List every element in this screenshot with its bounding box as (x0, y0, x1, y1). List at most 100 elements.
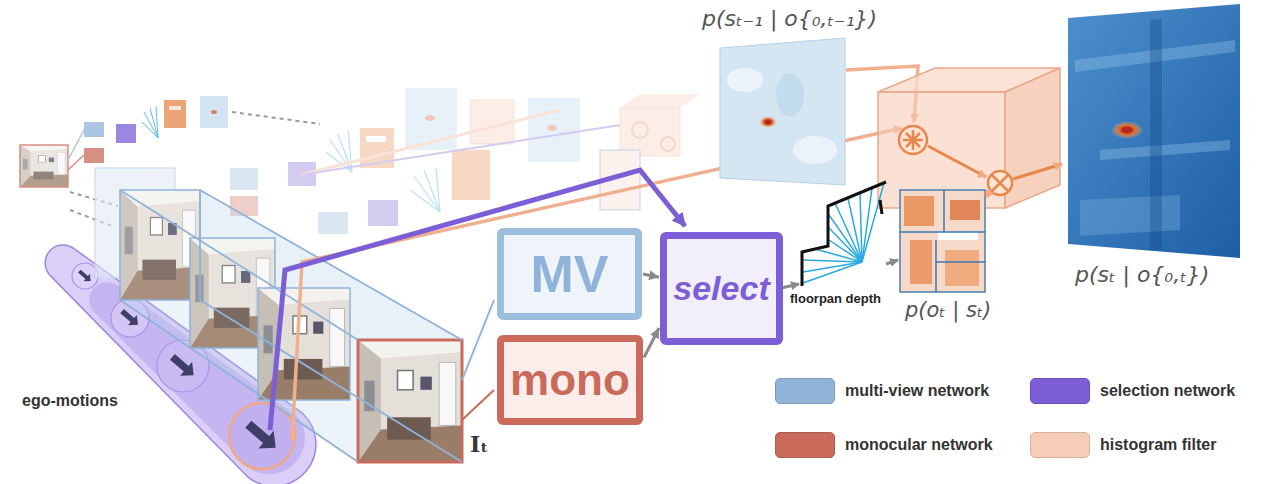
previous-pipeline (661, 137, 675, 151)
histogram-filter-box (878, 68, 1062, 208)
probability-label: p(sₜ | o{₀,ₜ}) (1075, 262, 1209, 287)
previous-pipeline (318, 212, 348, 234)
previous-pipeline (620, 108, 680, 156)
histogram-filter-box (992, 175, 1008, 191)
early-pipeline (84, 122, 104, 137)
previous-pipeline (425, 115, 435, 121)
image-stack (120, 190, 462, 462)
observation-likelihood-map (984, 193, 994, 194)
floorplan-depth-icon (802, 182, 886, 286)
observation-likelihood-map (945, 250, 979, 286)
observation-likelihood-map (900, 190, 994, 292)
legend-text: monocular network (845, 436, 993, 454)
previous-pipeline (405, 88, 457, 150)
previous-pipeline (414, 176, 440, 212)
early-pipeline (144, 112, 158, 138)
observation-likelihood-map (900, 190, 985, 292)
observation-likelihood-map (900, 190, 985, 292)
early-pipeline (142, 122, 158, 138)
posterior-belief-map (1068, 4, 1240, 258)
previous-belief-map (765, 120, 772, 125)
early-pipeline (68, 155, 84, 170)
legend-text: selection network (1100, 382, 1235, 400)
ego-motion-tube (72, 263, 98, 289)
histogram-filter-box (992, 175, 1008, 191)
posterior-belief-map (1080, 195, 1180, 236)
early-pipeline (20, 145, 68, 187)
previous-pipeline (230, 88, 700, 234)
previous-pipeline (547, 125, 557, 131)
node-label: select (673, 271, 769, 307)
early-pipeline (169, 106, 181, 110)
ego-motion-tube (166, 350, 199, 382)
early-pipeline (84, 148, 104, 163)
dashed-guide (232, 112, 320, 124)
image-stack (358, 340, 462, 462)
previous-belief-map (727, 68, 763, 92)
floorplan-depth-icon (829, 240, 862, 262)
histogram-filter-box (906, 133, 920, 147)
observation-likelihood-map (900, 231, 985, 233)
figure-label: floorpan depth (790, 292, 881, 307)
previous-pipeline (366, 136, 386, 142)
selection-box: select (660, 232, 783, 345)
floorplan-depth-icon (803, 260, 862, 262)
early-pipeline (164, 100, 186, 128)
multi-view-box: MV (497, 228, 642, 320)
early-pipeline (156, 106, 158, 138)
previous-pipeline (300, 125, 620, 175)
legend-text: histogram filter (1100, 436, 1216, 454)
posterior-belief-map (1121, 127, 1133, 134)
ego-motion-wire (270, 170, 685, 430)
histogram-filter-box (928, 146, 986, 177)
previous-pipeline (632, 122, 648, 138)
posterior-belief-map (1100, 140, 1230, 160)
floorplan-depth-icon (862, 183, 884, 262)
flow-arrow (644, 328, 659, 357)
floorplan-depth-icon (886, 260, 898, 264)
early-pipeline (20, 145, 68, 187)
floorplan-depth-icon (862, 188, 872, 262)
legend-swatch (1030, 432, 1090, 458)
probability-label: p(sₜ₋₁ | o{₀,ₜ₋₁}) (702, 6, 877, 31)
floorplan-depth-icon (880, 200, 882, 214)
early-pipeline (116, 124, 136, 143)
floorplan-depth-icon (803, 262, 862, 272)
legend-swatch (775, 378, 835, 404)
observation-likelihood-map (935, 240, 937, 292)
posterior-belief-map (1111, 121, 1143, 139)
floorplan-depth-icon (860, 193, 862, 262)
posterior-belief-map (1150, 19, 1162, 250)
image-stack (120, 190, 358, 462)
image-stack (200, 190, 462, 340)
previous-pipeline (300, 110, 560, 175)
image-stack (120, 190, 200, 300)
histogram-filter-box (992, 175, 1008, 191)
previous-belief-map (759, 116, 777, 128)
ego-motion-tube (241, 415, 284, 456)
probability-label: p(oₜ | sₜ) (905, 298, 991, 322)
observation-likelihood-map (936, 261, 985, 263)
observation-likelihood-map (938, 232, 978, 240)
legend-text: multi-view network (845, 382, 989, 400)
flow-arrow (643, 274, 659, 277)
early-pipeline (142, 106, 158, 138)
figure-label: ego-motions (22, 392, 118, 410)
image-stack (462, 300, 494, 380)
previous-belief-map (793, 136, 837, 164)
image-stack (462, 390, 494, 420)
previous-pipeline (452, 150, 490, 200)
previous-pipeline (230, 168, 258, 190)
legend-swatch (775, 432, 835, 458)
previous-pipeline (410, 190, 440, 212)
early-pipeline (68, 130, 84, 160)
previous-belief-map (776, 73, 804, 117)
ego-motion-tube (76, 267, 94, 284)
image-stack (358, 340, 462, 462)
floorplan-depth-icon (781, 182, 898, 288)
monocular-box: mono (497, 335, 643, 425)
previous-belief-map (720, 38, 845, 185)
node-label: MV (531, 247, 609, 302)
observation-likelihood-map (910, 240, 932, 284)
previous-pipeline (436, 168, 440, 212)
